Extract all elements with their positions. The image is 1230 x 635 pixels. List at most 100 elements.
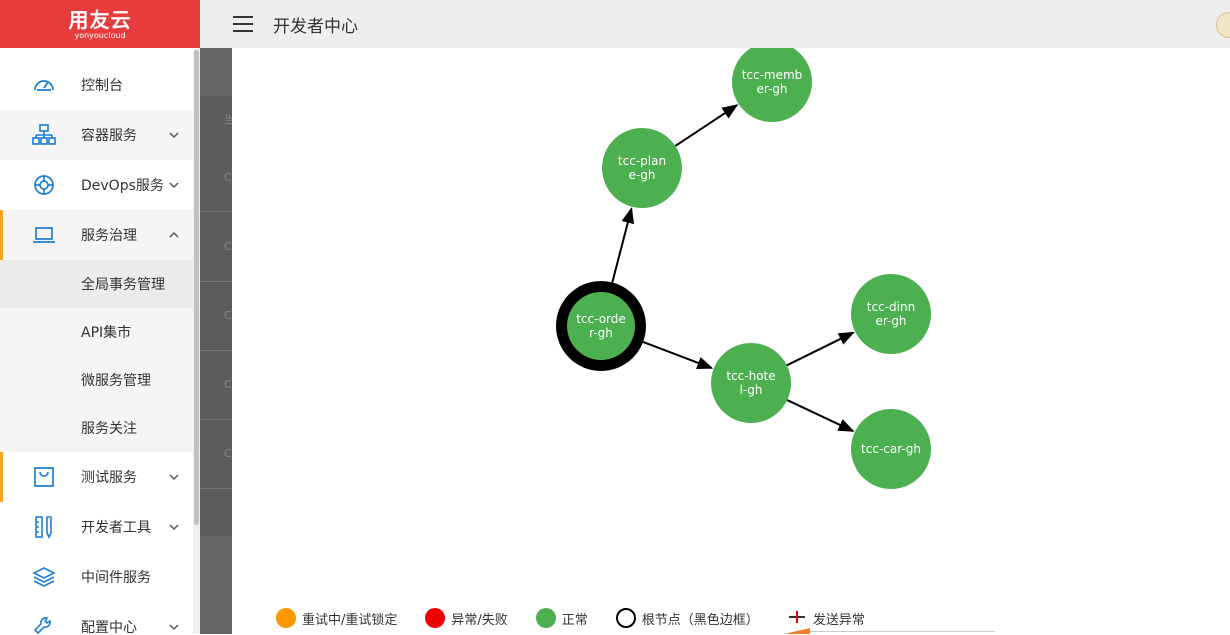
backdrop-text: C [224, 447, 232, 460]
node-label: e-gh [629, 168, 656, 182]
logo-sub: yonyoucloud [74, 30, 126, 40]
legend-item-send-error: 发送异常 [787, 608, 865, 628]
submenu-service-governance: 全局事务管理 API集市 微服务管理 服务关注 [0, 260, 200, 452]
sidebar-item-label: 容器服务 [81, 128, 137, 144]
sidebar-item-config-center[interactable]: 配置中心 [0, 602, 200, 634]
legend-label: 重试中/重试锁定 [302, 612, 398, 628]
green-dot-icon [535, 608, 556, 628]
red-dot-icon [425, 608, 446, 628]
node-label: tcc-car-gh [861, 442, 921, 456]
legend-item-normal: 正常 [535, 608, 588, 628]
edge-hotel-car [786, 399, 855, 432]
sidebar-item-container[interactable]: 容器服务 [0, 110, 200, 160]
graph-legend: 重试中/重试锁定 异常/失败 正常 根节点（黑色边框） 发送异常 [276, 607, 893, 629]
backdrop-divider [200, 419, 232, 420]
sidebar-item-label: DevOps服务 [81, 178, 164, 194]
submenu-item-service-follow[interactable]: 服务关注 [81, 421, 137, 437]
edge-hotel-dinner [786, 331, 855, 367]
tooltip-arrow [784, 628, 810, 634]
sidebar-item-label: 配置中心 [81, 620, 137, 634]
dashboard-icon [32, 73, 56, 97]
tooltip-edge [810, 631, 995, 635]
node-circle [602, 128, 682, 208]
backdrop-text: C [224, 309, 232, 322]
sidebar-item-dev-tools[interactable]: 开发者工具 [0, 502, 200, 552]
edge-order-plane [611, 207, 635, 283]
node-circle [851, 274, 931, 354]
backdrop-text: 当 [224, 113, 232, 126]
logo[interactable]: 用友云 yonyoucloud [0, 0, 200, 48]
menu-toggle-icon[interactable] [233, 16, 253, 32]
sidebar-menu: 控制台 容器服务 DevOps服务 服务治理 全局事务管理 API集市 [0, 60, 200, 634]
legend-label: 正常 [561, 612, 588, 628]
top-header: 开发者中心 [200, 0, 1230, 48]
logo-main: 用友云 [68, 7, 132, 32]
node-circle [711, 343, 791, 423]
backdrop-text: C [224, 378, 232, 391]
legend-label: 根节点（黑色边框） [641, 612, 759, 628]
graph-node-car[interactable]: tcc-car-gh [851, 409, 931, 489]
node-label: er-gh [756, 82, 787, 96]
sidebar-item-label: 控制台 [81, 78, 123, 94]
submenu-item-microservice[interactable]: 微服务管理 [81, 373, 151, 389]
backdrop-text: C [224, 171, 232, 184]
sidebar-item-console[interactable]: 控制台 [0, 60, 200, 110]
wrench-icon [32, 615, 56, 634]
cross-icon [787, 608, 807, 628]
legend-item-retrying: 重试中/重试锁定 [276, 608, 397, 628]
backdrop-text: C [224, 240, 232, 253]
backdrop-content [200, 96, 232, 536]
node-label: tcc-hote [726, 369, 775, 383]
chevron-down-icon [168, 129, 180, 141]
sidebar-item-label: 测试服务 [81, 470, 137, 486]
sidebar: 用友云 yonyoucloud 控制台 容器服务 DevOps服务 [0, 0, 200, 634]
edge-order-hotel [642, 341, 714, 370]
sidebar-item-test-service[interactable]: 测试服务 [0, 452, 200, 502]
bag-icon [32, 465, 56, 489]
sidebar-item-service-governance[interactable]: 服务治理 [0, 210, 200, 260]
node-label: tcc-dinn [867, 300, 915, 314]
chevron-down-icon [168, 179, 180, 191]
edge-plane-member [674, 104, 739, 147]
modal-backdrop[interactable]: 当 C C C C C [200, 48, 232, 634]
backdrop-divider [200, 488, 232, 489]
sidebar-scrollbar[interactable] [193, 48, 200, 634]
backdrop-divider [200, 281, 232, 282]
sidebar-item-label: 中间件服务 [81, 570, 151, 586]
node-label: tcc-orde [576, 312, 626, 326]
node-circle [567, 292, 635, 360]
backdrop-divider [200, 211, 232, 212]
chevron-down-icon [168, 471, 180, 483]
node-label: l-gh [740, 383, 763, 397]
sidebar-item-middleware[interactable]: 中间件服务 [0, 552, 200, 602]
lifebuoy-icon [32, 173, 56, 197]
page-title: 开发者中心 [273, 16, 358, 37]
tools-icon [32, 515, 56, 539]
legend-item-error: 异常/失败 [425, 608, 508, 628]
sitemap-icon [32, 123, 56, 147]
orange-dot-icon [276, 608, 296, 628]
layers-icon [32, 565, 56, 589]
chevron-down-icon [168, 621, 180, 633]
backdrop-divider [200, 350, 232, 351]
sidebar-item-label: 服务治理 [81, 228, 137, 244]
submenu-item-api-market[interactable]: API集市 [81, 325, 132, 341]
submenu-item-global-transaction[interactable]: 全局事务管理 [0, 260, 200, 308]
sidebar-item-devops[interactable]: DevOps服务 [0, 160, 200, 210]
sidebar-item-label: 开发者工具 [81, 520, 151, 536]
legend-label: 异常/失败 [451, 612, 508, 628]
node-label: r-gh [589, 326, 613, 340]
laptop-icon [32, 223, 56, 247]
avatar[interactable] [1216, 12, 1230, 38]
node-label: er-gh [875, 314, 906, 328]
node-label: tcc-plan [618, 154, 666, 168]
sidebar-scroll-thumb[interactable] [194, 50, 199, 525]
legend-item-root: 根节点（黑色边框） [615, 608, 759, 628]
